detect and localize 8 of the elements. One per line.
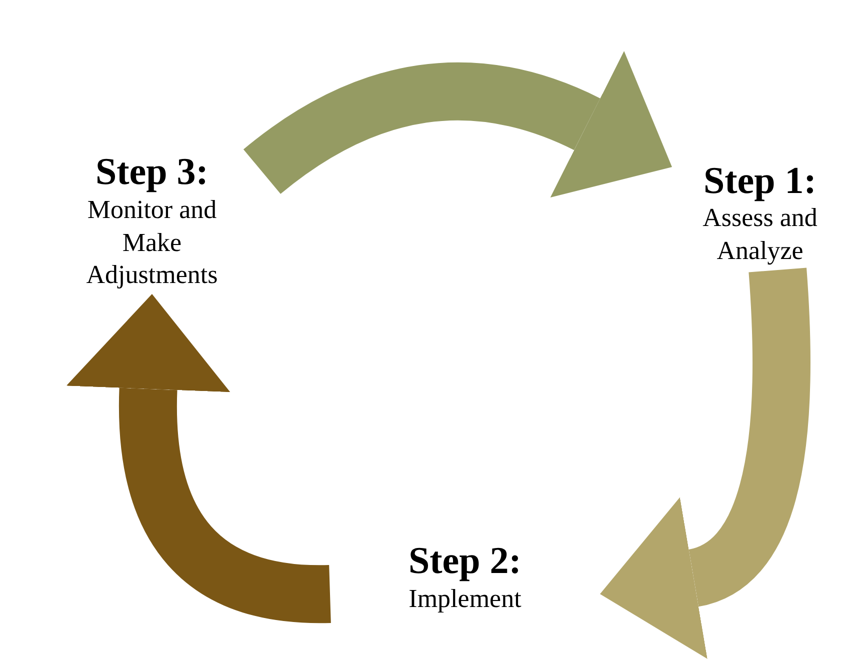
step-description: Assess and Analyze xyxy=(702,202,818,267)
curved-block-arrow xyxy=(244,49,674,199)
step-heading: Step 3: xyxy=(96,152,208,194)
curved-block-arrow xyxy=(602,268,810,657)
step-description: Monitor and Make Adjustments xyxy=(85,194,219,292)
step-description: Implement xyxy=(408,582,522,615)
step-heading: Step 2: xyxy=(408,540,522,583)
step-heading: Step 1: xyxy=(704,160,816,202)
